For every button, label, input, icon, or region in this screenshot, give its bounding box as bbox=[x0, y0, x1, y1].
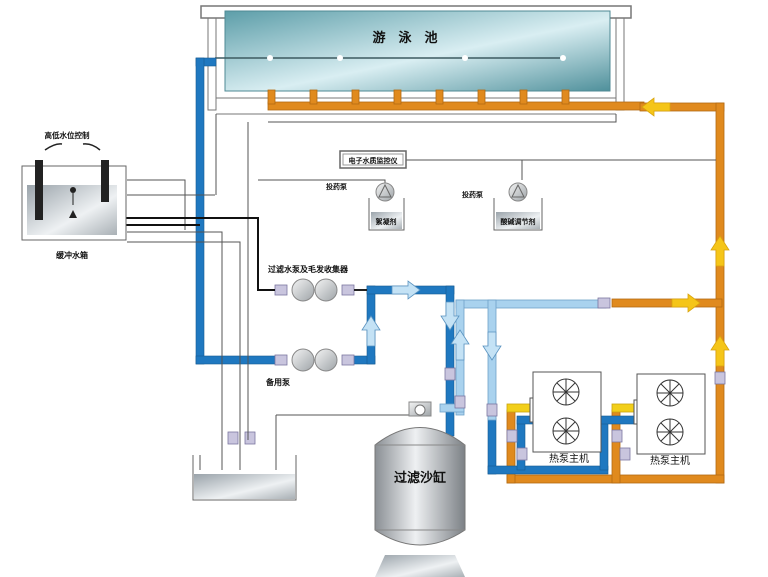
valves bbox=[227, 284, 726, 461]
arrow-down-icon bbox=[482, 331, 502, 361]
arrow-up-icon bbox=[710, 235, 730, 267]
arrow-down-icon bbox=[440, 301, 460, 331]
fan-icon bbox=[552, 378, 580, 406]
heat-pump-unit-1: 热泵主机 bbox=[529, 371, 602, 465]
valve-icon bbox=[597, 297, 611, 309]
level-controller-label: 高低水位控制 bbox=[45, 130, 90, 140]
level-signal-line bbox=[75, 217, 275, 291]
dosing-pump-flocculant: 投药泵 絮凝剂 bbox=[326, 182, 405, 231]
arrow-up-icon bbox=[361, 315, 381, 347]
hot-water-inlet-manifold bbox=[267, 89, 645, 111]
hot-water-pipe bbox=[506, 102, 725, 484]
swimming-pool: 游 泳 池 bbox=[200, 5, 632, 115]
standby-pump: 备用泵 bbox=[265, 348, 338, 387]
valve-icon bbox=[244, 431, 256, 445]
filter-pump-label: 过滤水泵及毛发收集器 bbox=[268, 264, 349, 274]
signal-lines bbox=[127, 114, 716, 470]
valve-icon bbox=[619, 447, 631, 461]
valve-icon bbox=[714, 371, 726, 385]
valve-icon bbox=[444, 367, 456, 381]
valve-icon bbox=[486, 403, 498, 417]
balance-tank bbox=[192, 455, 297, 501]
fan-icon bbox=[656, 418, 684, 446]
valve-icon bbox=[274, 284, 288, 296]
sand-filter-tank: 过滤沙缸 bbox=[374, 401, 466, 577]
valve-icon bbox=[227, 431, 239, 445]
buffer-tank: 高低水位控制 缓冲水箱 bbox=[21, 130, 127, 260]
valve-icon bbox=[611, 429, 623, 443]
flocculant-label: 絮凝剂 bbox=[376, 217, 397, 226]
valve-icon bbox=[454, 395, 466, 409]
water-quality-monitor: 电子水质监控仪 bbox=[339, 150, 407, 169]
fan-icon bbox=[656, 379, 684, 407]
arrow-right-icon bbox=[671, 293, 701, 313]
arrow-up-icon bbox=[450, 329, 470, 361]
buffer-tank-label: 缓冲水箱 bbox=[56, 250, 88, 260]
dosing-pump-1-label: 投药泵 bbox=[326, 182, 347, 191]
arrow-up-icon bbox=[710, 335, 730, 367]
cold-flow-arrows bbox=[361, 280, 502, 361]
valve-icon bbox=[274, 354, 288, 366]
heat-pump-1-label: 热泵主机 bbox=[549, 452, 589, 465]
heat-pump-unit-2: 热泵主机 bbox=[633, 373, 706, 467]
arrow-left-icon bbox=[641, 97, 671, 117]
dosing-pump-ph: 投药泵 酸碱调节剂 bbox=[462, 182, 543, 231]
heat-pump-2-label: 热泵主机 bbox=[650, 454, 690, 467]
filter-pump: 过滤水泵及毛发收集器 bbox=[260, 264, 367, 302]
arrow-right-icon bbox=[391, 280, 421, 300]
valve-icon bbox=[341, 354, 355, 366]
water-monitor-label: 电子水质监控仪 bbox=[349, 156, 399, 165]
valve-icon bbox=[506, 429, 518, 443]
fan-icon bbox=[552, 417, 580, 445]
standby-pump-label: 备用泵 bbox=[265, 377, 290, 387]
sand-filter-label: 过滤沙缸 bbox=[394, 470, 446, 486]
hot-flow-arrows bbox=[641, 97, 730, 367]
pool-label: 游 泳 池 bbox=[372, 30, 437, 46]
valve-icon bbox=[516, 447, 528, 461]
valve-icon bbox=[341, 284, 355, 296]
ph-regulator-label: 酸碱调节剂 bbox=[501, 217, 536, 226]
dosing-pump-2-label: 投药泵 bbox=[462, 190, 483, 199]
